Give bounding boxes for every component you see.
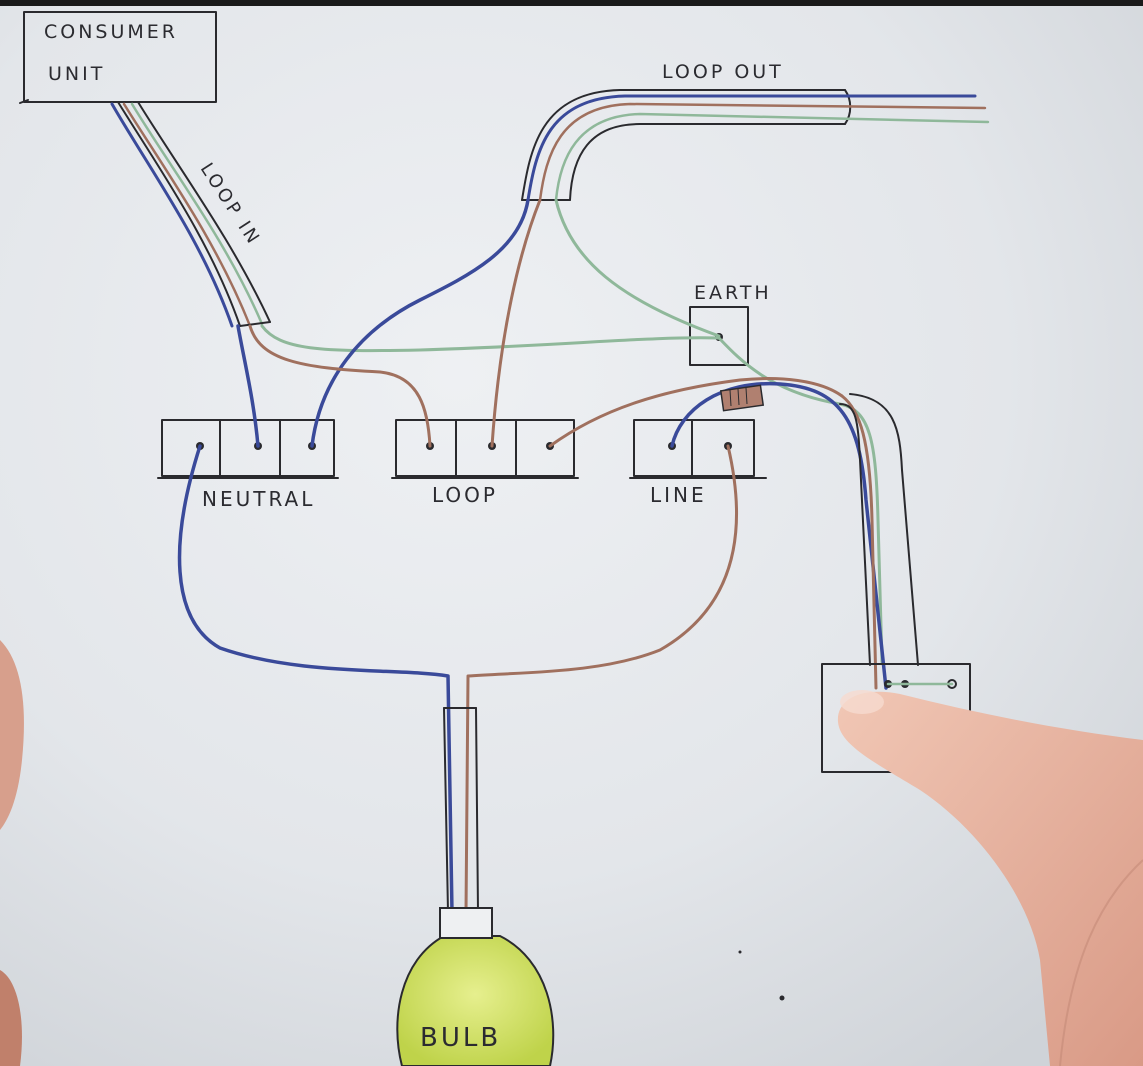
line-terminal-block: LINE [629, 419, 767, 507]
top-edge [0, 0, 1143, 6]
pointing-finger [837, 690, 1143, 1066]
bulb: BULB [396, 907, 555, 1066]
line-label: LINE [650, 483, 707, 507]
bulb-label: BULB [420, 1023, 501, 1053]
loop-out-cable: LOOP OUT [521, 61, 990, 202]
neutral-label: NEUTRAL [202, 487, 315, 511]
consumer-unit-label-line2: UNIT [48, 63, 105, 85]
ink-speck [738, 950, 742, 954]
left-thumb [0, 640, 24, 1066]
earth-label: EARTH [694, 282, 772, 304]
consumer-unit: CONSUMER UNIT [19, 11, 217, 104]
loop-terminal-block: LOOP [391, 419, 579, 507]
ink-speck [779, 995, 785, 1001]
loop-label: LOOP [432, 483, 498, 507]
loop-out-label: LOOP OUT [662, 61, 784, 83]
live-wires [248, 198, 878, 914]
switch-cable [839, 393, 919, 666]
bulb-cable [443, 707, 479, 913]
wire-connector [719, 384, 765, 412]
consumer-unit-label-line1: CONSUMER [44, 21, 178, 43]
